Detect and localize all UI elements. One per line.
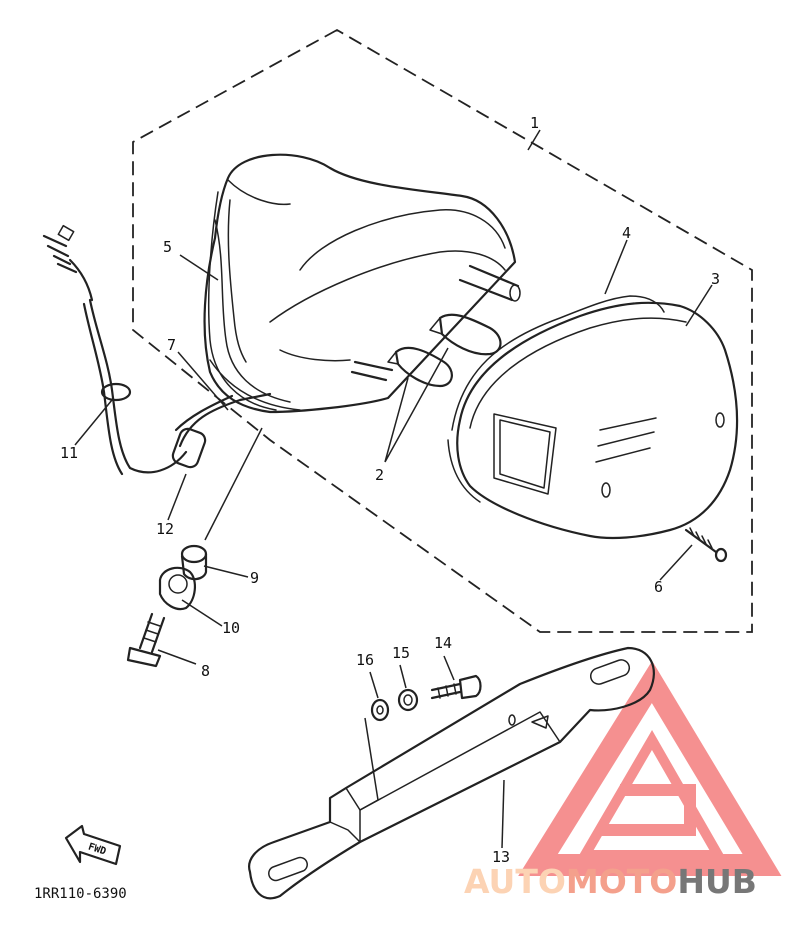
bulbs-part2 bbox=[387, 313, 502, 388]
callout-5: 5 bbox=[163, 238, 172, 256]
washer-part15 bbox=[397, 688, 419, 712]
callout-2: 2 bbox=[375, 466, 384, 484]
callout-16: 16 bbox=[356, 651, 374, 669]
watermark-part3: HUB bbox=[677, 862, 757, 901]
watermark-triangle bbox=[518, 660, 782, 876]
washer-part16 bbox=[370, 698, 390, 722]
watermark-logo: AUTOMOTOHUB bbox=[464, 862, 757, 901]
nut-part10 bbox=[158, 566, 196, 611]
diagram-code: 1RR110-6390 bbox=[34, 886, 127, 902]
assembly-boundary bbox=[132, 28, 753, 633]
bracket-part13 bbox=[248, 646, 655, 900]
callout-13: 13 bbox=[492, 848, 510, 866]
callout-4: 4 bbox=[622, 224, 631, 242]
fwd-label: FWD bbox=[87, 842, 108, 858]
leader-lines bbox=[74, 129, 713, 849]
screw-part6 bbox=[684, 527, 728, 563]
gasket-part4 bbox=[447, 295, 665, 503]
bolt-part8 bbox=[126, 612, 166, 668]
bolt-part14 bbox=[430, 674, 482, 700]
callout-15: 15 bbox=[392, 644, 410, 662]
lens-part3 bbox=[456, 301, 739, 540]
callout-11: 11 bbox=[60, 444, 78, 462]
fwd-arrow-icon: FWD bbox=[64, 824, 122, 866]
callout-10: 10 bbox=[222, 619, 240, 637]
watermark-part1: AUTO bbox=[464, 862, 566, 901]
housing-base-part5 bbox=[203, 153, 521, 414]
callout-7: 7 bbox=[167, 336, 176, 354]
callout-3: 3 bbox=[711, 270, 720, 288]
callout-8: 8 bbox=[201, 662, 210, 680]
callout-12: 12 bbox=[156, 520, 174, 538]
callout-9: 9 bbox=[250, 569, 259, 587]
watermark-part2: MOTO bbox=[566, 862, 677, 901]
callout-1: 1 bbox=[530, 114, 539, 132]
wire-harness bbox=[42, 224, 272, 476]
callout-6: 6 bbox=[654, 578, 663, 596]
grommet-part9 bbox=[180, 544, 208, 581]
callout-14: 14 bbox=[434, 634, 452, 652]
